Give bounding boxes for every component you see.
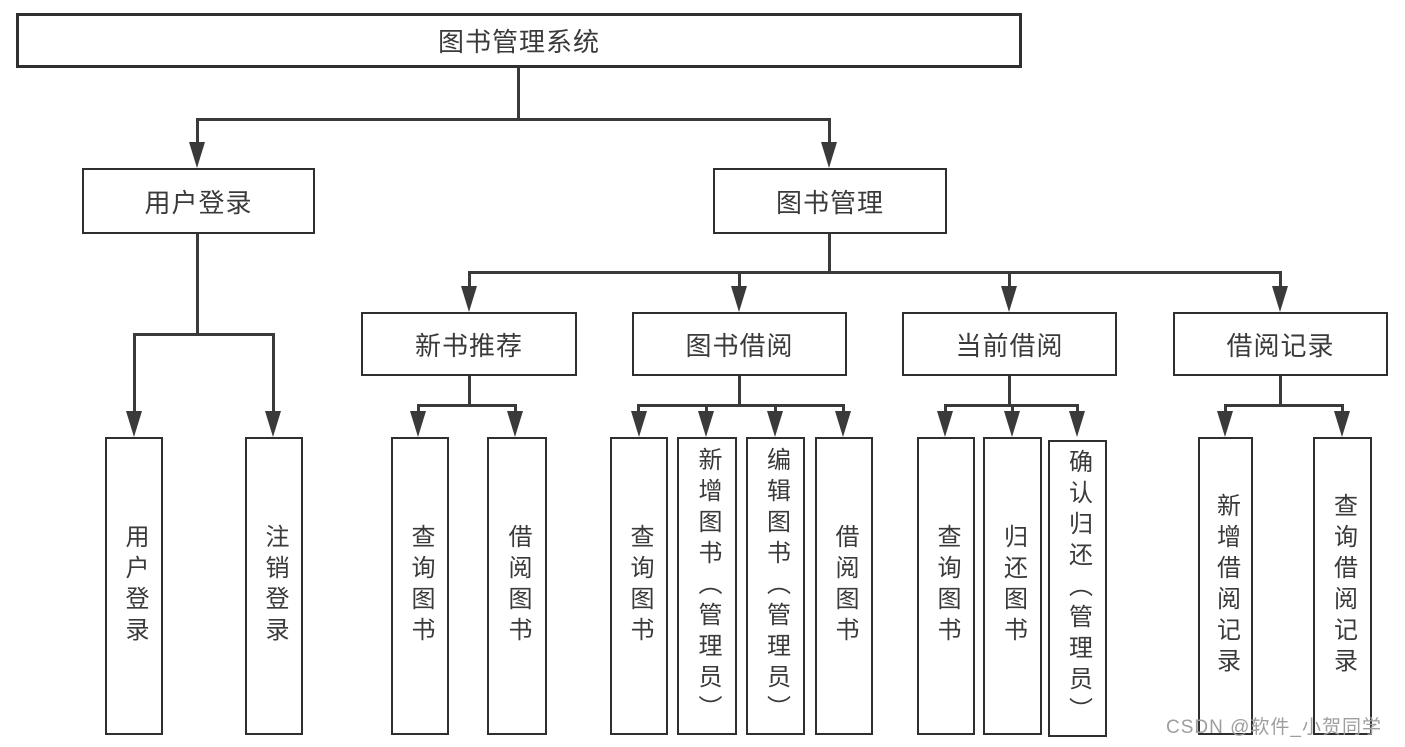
connector-line xyxy=(828,234,831,273)
arrow-down-icon xyxy=(265,411,281,437)
leaf-rec-borrow-book: 借阅图书 xyxy=(487,437,547,735)
connector-line xyxy=(738,271,741,290)
arrow-down-icon xyxy=(937,411,953,437)
leaf-br-add-record: 新增借阅记录 xyxy=(1198,437,1253,735)
arrow-down-icon xyxy=(1272,286,1288,312)
arrow-down-icon xyxy=(821,142,837,168)
arrow-down-icon xyxy=(731,286,747,312)
connector-line xyxy=(196,118,199,148)
node-user-login: 用户登录 xyxy=(82,168,315,234)
leaf-bb-add-book: 新增图书（管理员） xyxy=(677,437,737,735)
leaf-cb-confirm-return-label: 确认归还（管理员） xyxy=(1064,449,1092,728)
connector-line xyxy=(1279,271,1282,290)
arrow-down-icon xyxy=(835,411,851,437)
arrow-down-icon xyxy=(1217,411,1233,437)
connector-line xyxy=(1279,376,1282,406)
connector-line xyxy=(1224,404,1344,407)
node-book-mgmt-label: 图书管理 xyxy=(775,187,884,218)
connector-line xyxy=(637,404,845,407)
connector-line xyxy=(842,404,845,414)
node-root: 图书管理系统 xyxy=(16,13,1022,68)
leaf-cb-query-book-label: 查询图书 xyxy=(933,524,960,648)
leaf-cb-query-book: 查询图书 xyxy=(917,437,975,735)
connector-line xyxy=(705,404,708,414)
arrow-down-icon xyxy=(1069,411,1085,437)
connector-line xyxy=(1008,376,1011,406)
leaf-logout: 注销登录 xyxy=(245,437,303,735)
leaf-br-query-record-label: 查询借阅记录 xyxy=(1329,493,1357,679)
connector-line xyxy=(1341,404,1344,414)
connector-line xyxy=(133,333,136,415)
connector-line xyxy=(272,333,275,415)
connector-line xyxy=(468,271,1282,274)
arrow-down-icon xyxy=(126,411,142,437)
connector-line xyxy=(517,68,520,120)
leaf-bb-query-book: 查询图书 xyxy=(610,437,668,735)
connector-line xyxy=(1076,404,1079,414)
node-new-book-rec-label: 新书推荐 xyxy=(414,330,523,361)
connector-line xyxy=(738,376,741,406)
node-book-mgmt: 图书管理 xyxy=(713,168,947,234)
connector-line xyxy=(1011,404,1014,414)
connector-line xyxy=(774,404,777,414)
connector-line xyxy=(828,118,831,148)
connector-line xyxy=(514,404,517,414)
node-current-borrow-label: 当前借阅 xyxy=(955,330,1064,361)
connector-line xyxy=(1008,271,1011,290)
leaf-br-query-record: 查询借阅记录 xyxy=(1313,437,1372,735)
connector-line xyxy=(944,404,947,414)
watermark: CSDN @软件_小贺同学 xyxy=(1166,717,1382,738)
leaf-bb-query-book-label: 查询图书 xyxy=(626,524,653,648)
connector-line xyxy=(417,404,517,407)
connector-line xyxy=(637,404,640,414)
arrow-down-icon xyxy=(1334,411,1350,437)
leaf-rec-borrow-book-label: 借阅图书 xyxy=(504,524,531,648)
leaf-logout-label: 注销登录 xyxy=(261,524,288,648)
arrow-down-icon xyxy=(631,411,647,437)
node-user-login-label: 用户登录 xyxy=(144,187,253,218)
connector-line xyxy=(196,118,831,121)
leaf-rec-query-book: 查询图书 xyxy=(391,437,449,735)
arrow-down-icon xyxy=(767,411,783,437)
leaf-user-login-label: 用户登录 xyxy=(121,524,148,648)
arrow-down-icon xyxy=(410,411,426,437)
connector-line xyxy=(417,404,420,414)
node-borrow-records-label: 借阅记录 xyxy=(1226,330,1335,361)
connector-line xyxy=(1224,404,1227,414)
arrow-down-icon xyxy=(698,411,714,437)
arrow-down-icon xyxy=(1001,286,1017,312)
leaf-rec-query-book-label: 查询图书 xyxy=(407,524,434,648)
leaf-cb-return-book-label: 归还图书 xyxy=(999,524,1027,648)
arrow-down-icon xyxy=(1004,411,1020,437)
connector-line xyxy=(196,234,199,335)
node-current-borrow: 当前借阅 xyxy=(902,312,1117,376)
arrow-down-icon xyxy=(461,286,477,312)
connector-line xyxy=(468,271,471,290)
node-root-label: 图书管理系统 xyxy=(437,27,600,57)
connector-line xyxy=(133,333,275,336)
leaf-bb-edit-book-label: 编辑图书（管理员） xyxy=(762,446,790,726)
arrow-down-icon xyxy=(507,411,523,437)
leaf-br-add-record-label: 新增借阅记录 xyxy=(1212,493,1240,679)
leaf-bb-borrow-book-label: 借阅图书 xyxy=(831,524,858,648)
leaf-cb-confirm-return: 确认归还（管理员） xyxy=(1048,440,1107,737)
connector-line xyxy=(468,376,471,406)
leaf-bb-edit-book: 编辑图书（管理员） xyxy=(746,437,805,735)
leaf-user-login: 用户登录 xyxy=(105,437,163,735)
arrow-down-icon xyxy=(189,142,205,168)
leaf-bb-borrow-book: 借阅图书 xyxy=(815,437,873,735)
node-book-borrow: 图书借阅 xyxy=(632,312,847,376)
node-new-book-rec: 新书推荐 xyxy=(361,312,577,376)
node-book-borrow-label: 图书借阅 xyxy=(685,330,794,361)
leaf-bb-add-book-label: 新增图书（管理员） xyxy=(694,446,721,726)
leaf-cb-return-book: 归还图书 xyxy=(983,437,1042,735)
node-borrow-records: 借阅记录 xyxy=(1173,312,1388,376)
